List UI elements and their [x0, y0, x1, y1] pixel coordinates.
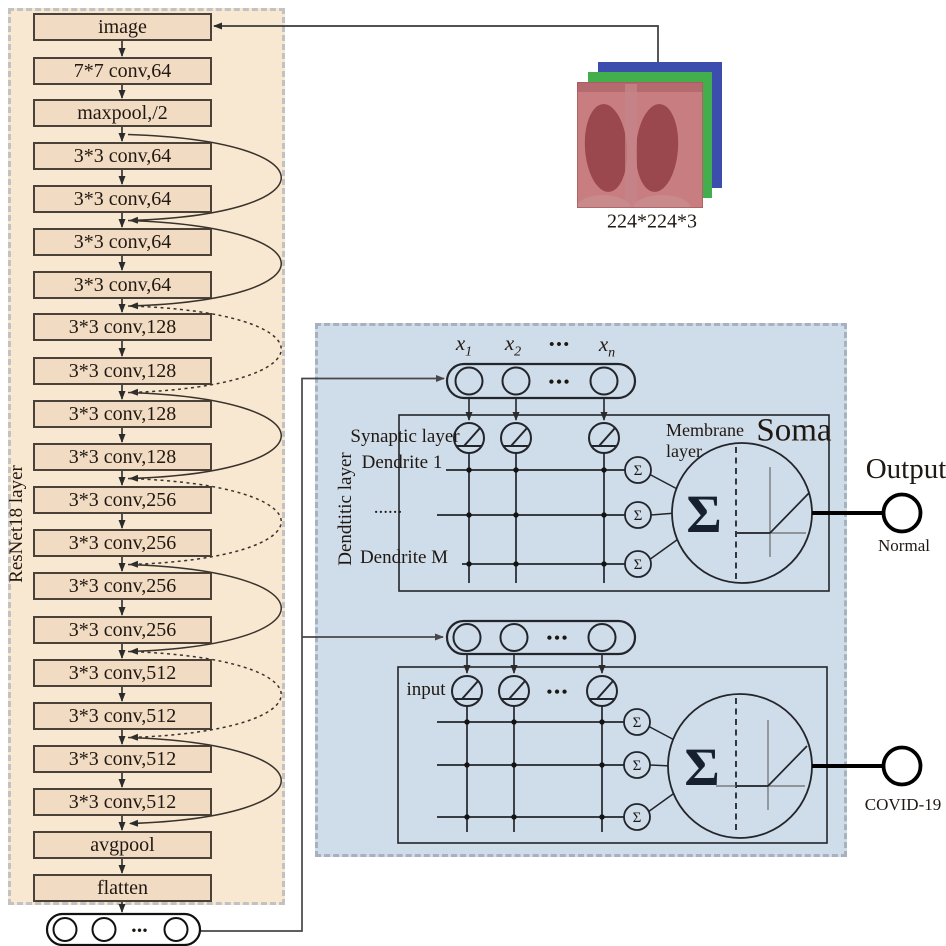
soma-label: Soma [756, 412, 832, 449]
neuron2-sum-nodes [623, 708, 651, 831]
resnet-layer-box-conv256-4: 3*3 conv,256 [33, 616, 212, 644]
resnet-layer-box-conv128-4: 3*3 conv,128 [33, 443, 212, 471]
neuron1-junction-dots [466, 467, 607, 567]
resnet-layer-box-conv512-3: 3*3 conv,512 [33, 745, 212, 773]
features-to-neuron1-line [200, 375, 445, 932]
resnet-skip-connections [127, 133, 282, 827]
sigma-symbol: Σ [634, 463, 643, 479]
xn-sub: n [608, 345, 616, 361]
ellipsis-dots: ••• [547, 684, 570, 701]
input-x1-label: x1 [456, 332, 472, 360]
resnet-layer-box-flatten: flatten [33, 874, 212, 902]
resnet-layer-box-conv256-1: 3*3 conv,256 [33, 486, 212, 514]
dendritic-layer-label: Dendtitic layer [335, 452, 356, 566]
input-xn-label: xn [599, 333, 615, 361]
neuron1: Σ Σ Σ Σ ••• [398, 362, 923, 592]
resnet-layer-box-conv64-1: 3*3 conv,64 [33, 142, 212, 170]
input-label: input [406, 679, 446, 701]
neuron2-input-pill [445, 619, 637, 656]
neuron2: ••• Σ Σ Σ Σ [397, 619, 923, 844]
resnet-panel-label: ResNet18 layer [6, 465, 27, 583]
neuron1-input-pill [445, 362, 637, 400]
dendrite-dots-label: ...... [373, 497, 403, 519]
resnet-layer-box-conv512-1: 3*3 conv,512 [33, 659, 212, 687]
synaptic-layer-label: Synaptic layer [350, 426, 460, 448]
input-image-stack [577, 62, 722, 208]
dendrite-1-label: Dendrite 1 [361, 452, 443, 474]
resnet-layer-box-conv256-2: 3*3 conv,256 [33, 529, 212, 557]
neuron2-soma [667, 693, 813, 839]
x2-sub: 2 [514, 344, 522, 360]
output-node-covid [881, 745, 923, 787]
xray-red-channel [577, 82, 703, 208]
x1-sub: 1 [465, 344, 473, 360]
membrane-line2: layer [666, 441, 702, 461]
neuron1-sum-nodes [624, 456, 652, 578]
flatten-output-pill [45, 912, 202, 946]
xn-base: x [598, 332, 609, 357]
output-class-covid: COVID-19 [864, 795, 942, 815]
resnet-layer-box-conv64-4: 3*3 conv,64 [33, 271, 212, 299]
input-ellipsis-label: ••• [549, 337, 571, 354]
soma-sigma-symbol: Σ [686, 484, 721, 544]
input-x2-label: x2 [505, 332, 521, 360]
sigma-symbol: Σ [634, 508, 643, 524]
soma-sigma-symbol: Σ [684, 737, 719, 797]
membrane-layer-label: Membrane layer [666, 420, 744, 462]
sigma-symbol: Σ [633, 758, 642, 774]
x1-base: x [455, 331, 466, 356]
output-title: Output [865, 452, 946, 485]
resnet-layer-box-conv128-1: 3*3 conv,128 [33, 313, 212, 341]
sigma-symbol: Σ [633, 715, 642, 731]
sigma-symbol: Σ [633, 810, 642, 826]
resnet-layer-box-conv128-3: 3*3 conv,128 [33, 400, 212, 428]
resnet-layer-box-conv512-4: 3*3 conv,512 [33, 788, 212, 816]
resnet-layer-box-conv64-3: 3*3 conv,64 [33, 228, 212, 256]
ellipsis-dots: ••• [549, 374, 572, 391]
resnet-layer-box-conv256-3: 3*3 conv,256 [33, 572, 212, 600]
resnet-layer-box-conv7: 7*7 conv,64 [33, 57, 212, 85]
x2-base: x [504, 331, 515, 356]
resnet-layer-box-conv512-2: 3*3 conv,512 [33, 702, 212, 730]
resnet-layer-box-maxpool: maxpool,/2 [33, 99, 212, 127]
membrane-line1: Membrane [666, 420, 744, 440]
resnet-layer-box-avgpool: avgpool [33, 831, 212, 859]
ellipsis-dots: ••• [132, 923, 149, 938]
output-node-normal [881, 492, 923, 534]
resnet-layer-box-image: image [33, 13, 212, 41]
resnet-layer-box-conv64-2: 3*3 conv,64 [33, 185, 212, 213]
xray-to-image-arrow [213, 22, 659, 62]
dendrite-m-label: Dendrite M [359, 547, 449, 569]
resnet-layer-box-conv128-2: 3*3 conv,128 [33, 357, 212, 385]
neuron1-dendritic-box [398, 414, 830, 592]
neuron2-synapse-icons [451, 675, 618, 707]
input-size-label: 224*224*3 [607, 210, 697, 233]
neuron1-synapse-icons [453, 422, 620, 454]
output-class-normal: Normal [878, 536, 930, 556]
neuron2-junction-dots [464, 719, 605, 820]
ellipsis-dots: ••• [547, 630, 570, 647]
sigma-symbol: Σ [634, 557, 643, 573]
neuron2-dendritic-box [397, 666, 828, 844]
